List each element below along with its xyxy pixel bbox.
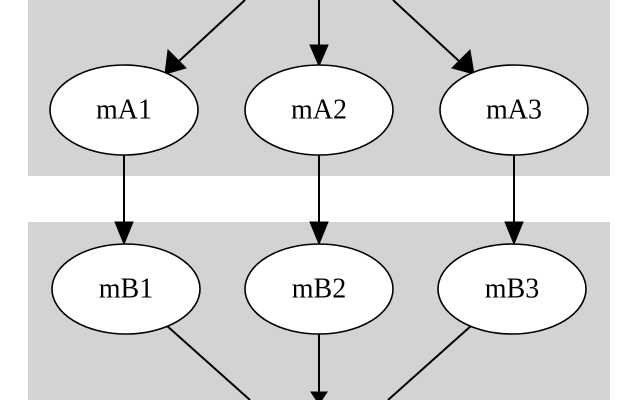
node-label: mA3: [486, 95, 542, 126]
node-mB1: mB1: [51, 243, 201, 335]
node-mA1: mA1: [49, 64, 199, 156]
edge-in-mA3: [392, 0, 475, 75]
node-label: mA2: [291, 95, 347, 126]
node-label: mB3: [485, 274, 539, 305]
edge-out-mB2: [310, 333, 328, 400]
edge-mA1-mB1: [114, 155, 134, 246]
node-mA3: mA3: [439, 64, 589, 156]
node-label: mB1: [99, 274, 153, 305]
node-mB3: mB3: [437, 243, 587, 335]
node-label: mB2: [292, 274, 346, 305]
edge-mA3-mB3: [504, 155, 524, 246]
node-mA2: mA2: [244, 64, 394, 156]
edge-in-mA2: [309, 0, 329, 68]
edge-mA2-mB2: [309, 155, 329, 246]
edge-out-mB3: [387, 324, 473, 400]
edge-in-mA1: [164, 0, 246, 75]
node-label: mA1: [96, 95, 152, 126]
node-mB2: mB2: [244, 243, 394, 335]
edge-out-mB1: [165, 324, 251, 400]
